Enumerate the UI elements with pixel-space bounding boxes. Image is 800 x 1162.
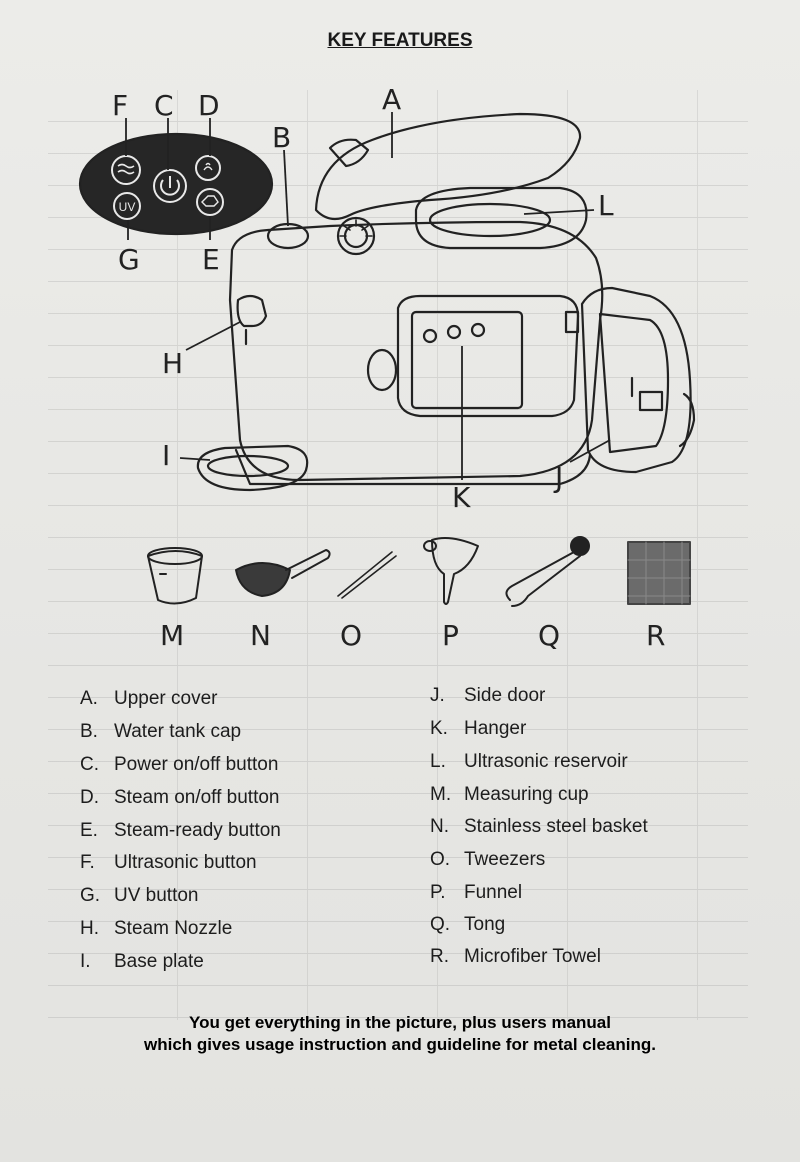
towel-shape (627, 541, 691, 605)
legend-key: L. (430, 751, 446, 772)
tong-shape (505, 551, 581, 607)
legend-label: Steam Nozzle (114, 918, 233, 939)
legend-item-f: F. Ultrasonic button (80, 852, 257, 874)
machine-body (228, 220, 604, 482)
ultrasonic-reservoir-shape (414, 186, 588, 250)
legend-key: N. (430, 816, 449, 837)
legend-label: Steam-ready button (114, 820, 281, 841)
callout-k: K (452, 481, 471, 514)
chamber-window-shape (396, 294, 580, 418)
callout-o: O (340, 619, 363, 652)
callout-d: D (198, 89, 220, 122)
legend-label: Side door (464, 685, 546, 706)
legend-key: K. (430, 718, 448, 739)
legend-item-b: B. Water tank cap (80, 721, 241, 743)
legend-label: Ultrasonic reservoir (464, 751, 628, 772)
callout-j: J (555, 461, 564, 494)
legend-label: Stainless steel basket (464, 816, 648, 837)
legend-item-g: G. UV button (80, 885, 199, 907)
legend-label: Steam on/off button (114, 787, 280, 808)
legend-label: Tweezers (464, 849, 546, 870)
base-plate-shape (196, 444, 309, 492)
callout-h: H (162, 347, 184, 380)
power-icon (153, 169, 187, 203)
legend-item-e: E. Steam-ready button (80, 820, 281, 842)
uv-icon-label: UV (119, 200, 136, 214)
legend-item-m: M. Measuring cup (430, 784, 589, 806)
funnel-shape (431, 537, 479, 605)
legend-item-c: C. Power on/off button (80, 754, 278, 776)
legend-key: D. (80, 787, 99, 808)
legend-item-k: K. Hanger (430, 718, 526, 740)
steam-ready-icon (196, 188, 224, 216)
legend-key: G. (80, 885, 101, 906)
legend-key: B. (80, 721, 98, 742)
legend-label: Tong (464, 914, 506, 935)
leader-lines (125, 112, 611, 480)
legend-key: F. (80, 852, 95, 873)
control-panel-shape (78, 132, 274, 236)
callout-e: E (202, 243, 220, 276)
callout-b: B (272, 121, 292, 154)
legend-key: E. (80, 820, 98, 841)
legend-key: J. (430, 685, 445, 706)
tweezers-shape (337, 551, 397, 599)
legend-label: Upper cover (114, 688, 218, 709)
steam-nozzle-shape (236, 294, 268, 328)
callout-r: R (646, 619, 666, 652)
legend-key: O. (430, 849, 451, 870)
legend-label: Hanger (464, 718, 527, 739)
callout-c: C (154, 89, 174, 122)
legend-item-j: J. Side door (430, 685, 545, 707)
legend-key: M. (430, 784, 452, 805)
legend-item-q: Q. Tong (430, 914, 505, 936)
legend-item-d: D. Steam on/off button (80, 787, 280, 809)
callout-i: I (162, 439, 171, 472)
legend-label: UV button (114, 885, 199, 906)
callout-p: P (442, 619, 459, 652)
legend-label: Measuring cup (464, 784, 589, 805)
legend-label: Ultrasonic button (114, 852, 257, 873)
legend-key: I. (80, 951, 91, 972)
callout-m: M (160, 619, 185, 652)
legend-item-n: N. Stainless steel basket (430, 816, 648, 838)
footer-line-2: which gives usage instruction and guidel… (144, 1035, 656, 1054)
legend-item-o: O. Tweezers (430, 849, 545, 871)
uv-icon (113, 192, 141, 220)
measuring-cup-shape (147, 550, 203, 605)
legend-key: R. (430, 946, 449, 967)
legend-item-h: H. Steam Nozzle (80, 918, 232, 940)
legend-key: Q. (430, 914, 451, 935)
callout-n: N (250, 619, 271, 652)
legend-key: C. (80, 754, 99, 775)
legend-label: Base plate (114, 951, 204, 972)
legend-key: P. (430, 882, 446, 903)
steam-icon (195, 155, 221, 181)
upper-cover-shape (314, 112, 582, 221)
legend-item-l: L. Ultrasonic reservoir (430, 751, 628, 773)
legend-label: Water tank cap (114, 721, 242, 742)
legend-label: Power on/off button (114, 754, 279, 775)
footer-line-1: You get everything in the picture, plus … (189, 1013, 611, 1032)
knob-shape (336, 216, 376, 256)
callout-g: G (118, 243, 140, 276)
side-door-shape (580, 286, 692, 474)
legend-label: Microfiber Towel (464, 946, 601, 967)
legend-item-p: P. Funnel (430, 882, 522, 904)
legend-key: A. (80, 688, 98, 709)
legend-item-a: A. Upper cover (80, 688, 218, 710)
legend-item-i: I. Base plate (80, 951, 204, 973)
water-tank-cap-shape (266, 222, 310, 250)
page-title: KEY FEATURES (327, 30, 473, 51)
legend-item-r: R. Microfiber Towel (430, 946, 601, 968)
basket-shape (235, 562, 291, 597)
legend-key: H. (80, 918, 99, 939)
legend-label: Funnel (464, 882, 523, 903)
callout-q: Q (538, 619, 561, 652)
product-diagram: UV (78, 112, 696, 607)
callout-a: A (382, 83, 402, 116)
callout-l: L (598, 189, 614, 222)
callout-f: F (112, 89, 129, 122)
